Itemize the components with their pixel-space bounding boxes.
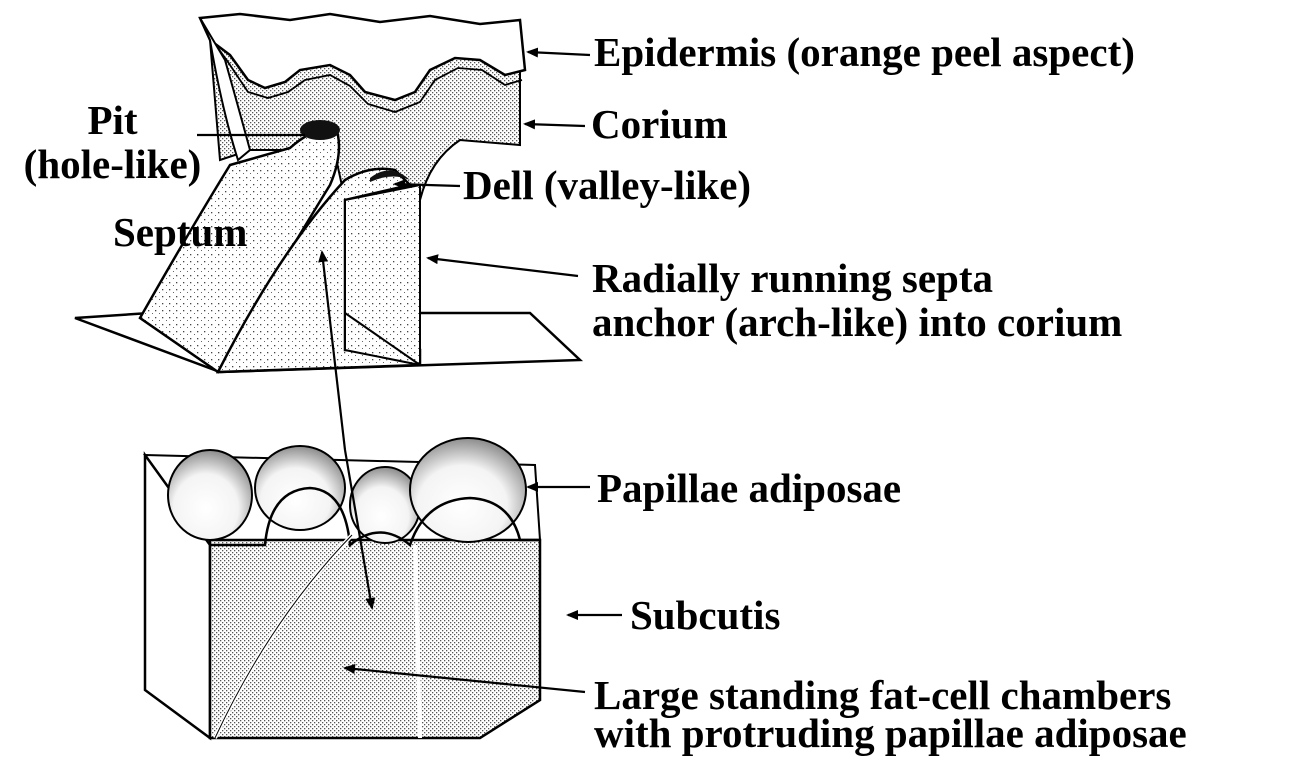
papilla-dome-1 — [168, 450, 252, 540]
label-septum: Septum — [113, 212, 247, 253]
label-subcutis: Subcutis — [630, 595, 780, 636]
papilla-dome-4 — [410, 438, 526, 542]
label-radial-septa: Radially running septa anchor (arch-like… — [592, 258, 1122, 343]
papilla-dome-2 — [255, 446, 345, 530]
pointer-radial-septa — [428, 258, 578, 276]
label-pit-line2: (hole-like) — [10, 144, 215, 185]
label-corium: Corium — [591, 104, 728, 145]
label-chambers: Large standing fat-cell chambers with pr… — [594, 675, 1187, 754]
label-dell: Dell (valley-like) — [463, 165, 751, 206]
label-papillae: Papillae adiposae — [597, 468, 901, 509]
lower-subcutis-block — [145, 438, 540, 738]
label-radial-line1: Radially running septa — [592, 258, 1122, 299]
label-pit: Pit (hole-like) — [10, 100, 215, 185]
label-radial-line2: anchor (arch-like) into corium — [592, 302, 1122, 343]
label-chambers-line2: with protruding papillae adiposae — [594, 713, 1187, 754]
pointer-corium — [525, 124, 585, 126]
subcutis-front-face — [210, 540, 540, 738]
label-pit-line1: Pit — [10, 100, 215, 141]
label-epidermis: Epidermis (orange peel aspect) — [594, 32, 1135, 73]
pointer-epidermis — [528, 52, 590, 55]
pit-hole — [300, 120, 340, 140]
